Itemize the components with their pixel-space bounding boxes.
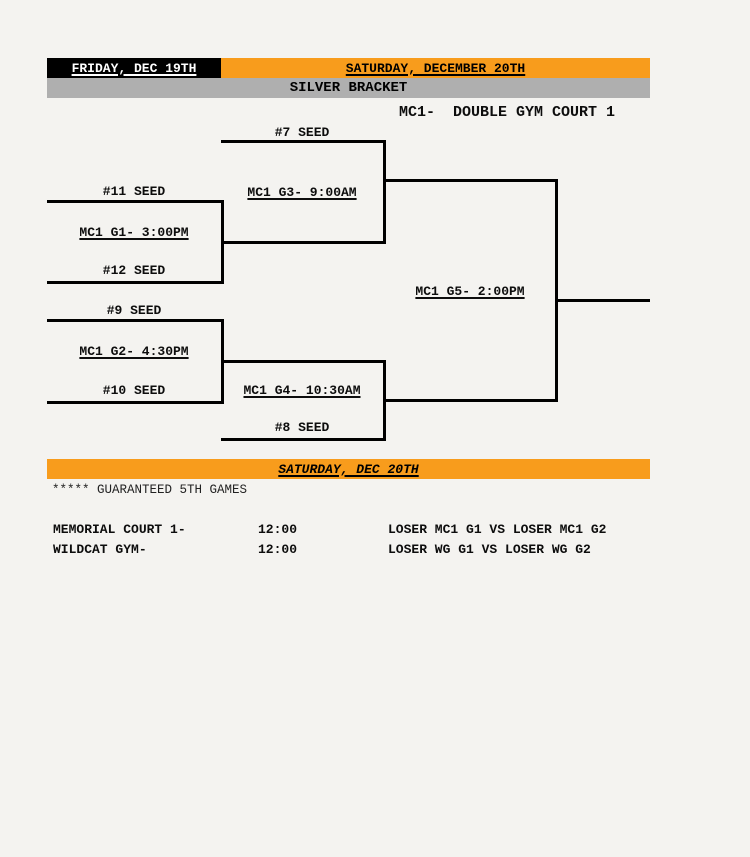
game-5-label: MC1 G5- 2:00PM — [415, 284, 525, 299]
saturday-footer-bar: SATURDAY, DEC 20TH — [47, 459, 650, 479]
seed-8-label: #8 SEED — [274, 420, 330, 435]
seed-7-label: #7 SEED — [274, 125, 330, 140]
court-assignment-label: MC1- DOUBLE GYM COURT 1 — [399, 104, 616, 121]
matchup-label: LOSER MC1 G1 VS LOSER MC1 G2 — [388, 522, 607, 537]
bracket-line-g5-vertical — [555, 179, 558, 402]
bracket-line-seed10 — [47, 401, 224, 404]
seed-10-label: #10 SEED — [102, 383, 166, 398]
time-label: 12:00 — [258, 522, 298, 537]
bracket-line-seed7 — [221, 140, 386, 143]
game-4-label: MC1 G4- 10:30AM — [243, 383, 361, 398]
bracket-line-g3-vertical — [383, 140, 386, 244]
bracket-line-g1-winner — [221, 241, 386, 244]
game-3-label: MC1 G3- 9:00AM — [247, 185, 357, 200]
time-label: 12:00 — [258, 542, 298, 557]
bracket-line-g2-winner — [221, 360, 386, 363]
game-2-label: MC1 G2- 4:30PM — [79, 344, 189, 359]
matchup-label: LOSER WG G1 VS LOSER WG G2 — [388, 542, 591, 557]
venue-label: WILDCAT GYM- — [53, 542, 147, 557]
bracket-line-g4-winner — [383, 399, 558, 402]
bracket-line-g5-winner — [555, 299, 650, 302]
bracket-title-bar: SILVER BRACKET — [47, 78, 650, 98]
bracket-line-g3-winner — [383, 179, 558, 182]
seed-11-label: #11 SEED — [102, 184, 166, 199]
seed-9-label: #9 SEED — [106, 303, 162, 318]
saturday-header-bar: SATURDAY, DECEMBER 20TH — [221, 58, 650, 78]
bracket-line-seed9 — [47, 319, 224, 322]
guaranteed-games-note: ***** GUARANTEED 5TH GAMES — [52, 483, 248, 497]
game-1-label: MC1 G1- 3:00PM — [79, 225, 189, 240]
bracket-line-seed12 — [47, 281, 224, 284]
friday-header-bar: FRIDAY, DEC 19TH — [47, 58, 221, 78]
seed-12-label: #12 SEED — [102, 263, 166, 278]
bracket-line-seed11 — [47, 200, 224, 203]
bracket-line-seed8 — [221, 438, 386, 441]
venue-label: MEMORIAL COURT 1- — [53, 522, 186, 537]
